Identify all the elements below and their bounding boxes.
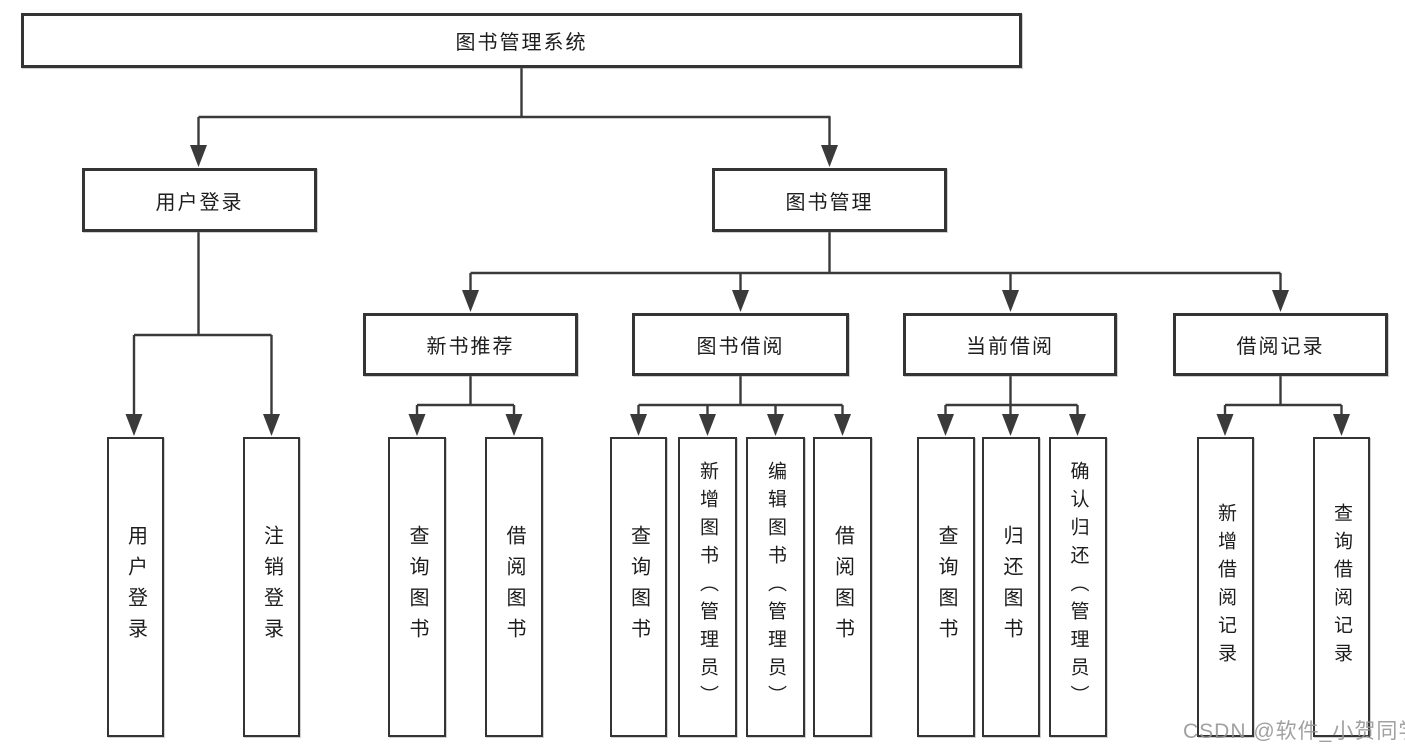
node-root: 图书管理系统: [21, 13, 1022, 68]
leaf-confirm-return-admin-label: 确认归还（管理员）: [1067, 461, 1089, 713]
node-root-label: 图书管理系统: [455, 32, 588, 54]
node-borrow-records: 借阅记录: [1173, 313, 1388, 376]
leaf-logout-label: 注销登录: [260, 525, 283, 649]
leaf-user-login-label: 用户登录: [124, 525, 147, 649]
arrowheads: [125, 145, 1350, 436]
node-book-borrow: 图书借阅: [632, 313, 849, 376]
node-new-book-recommend-label: 新书推荐: [426, 336, 515, 358]
leaf-logout: 注销登录: [243, 437, 300, 737]
node-user-login: 用户登录: [82, 168, 317, 232]
leaf-edit-books-admin: 编辑图书（管理员）: [746, 437, 805, 737]
csdn-watermark: CSDN @软件_小贺同学: [1183, 720, 1405, 743]
leaf-user-login: 用户登录: [107, 437, 164, 737]
leaf-query-books-borrow: 查询图书: [610, 437, 667, 737]
leaf-borrow-books-recommend-label: 借阅图书: [503, 525, 525, 649]
leaf-query-books-current-label: 查询图书: [935, 525, 957, 649]
leaf-add-books-admin-label: 新增图书（管理员）: [697, 461, 718, 713]
leaf-return-books-label: 归还图书: [1000, 525, 1022, 649]
leaf-return-books: 归还图书: [982, 437, 1040, 737]
leaf-query-borrow-record-label: 查询借阅记录: [1331, 503, 1352, 671]
node-new-book-recommend: 新书推荐: [363, 313, 578, 376]
leaf-add-borrow-record-label: 新增借阅记录: [1215, 503, 1236, 671]
node-book-borrow-label: 图书借阅: [696, 336, 785, 358]
node-borrow-records-label: 借阅记录: [1236, 336, 1325, 358]
leaf-confirm-return-admin: 确认归还（管理员）: [1049, 437, 1107, 737]
node-book-management-label: 图书管理: [785, 191, 874, 214]
leaf-query-borrow-record: 查询借阅记录: [1313, 437, 1370, 737]
node-current-borrow-label: 当前借阅: [966, 336, 1054, 358]
leaf-add-borrow-record: 新增借阅记录: [1197, 437, 1254, 737]
leaf-query-books-recommend: 查询图书: [388, 437, 446, 737]
node-book-management: 图书管理: [712, 168, 947, 232]
node-current-borrow: 当前借阅: [903, 313, 1117, 376]
leaf-query-books-current: 查询图书: [917, 437, 975, 737]
leaf-borrow-books-recommend: 借阅图书: [485, 437, 543, 737]
leaf-borrow-books-label: 借阅图书: [831, 525, 854, 649]
leaf-query-books-recommend-label: 查询图书: [406, 525, 428, 649]
node-user-login-label: 用户登录: [155, 191, 244, 214]
leaf-query-books-borrow-label: 查询图书: [627, 525, 650, 649]
leaf-add-books-admin: 新增图书（管理员）: [678, 437, 737, 737]
leaf-borrow-books: 借阅图书: [813, 437, 872, 737]
leaf-edit-books-admin-label: 编辑图书（管理员）: [765, 461, 786, 713]
